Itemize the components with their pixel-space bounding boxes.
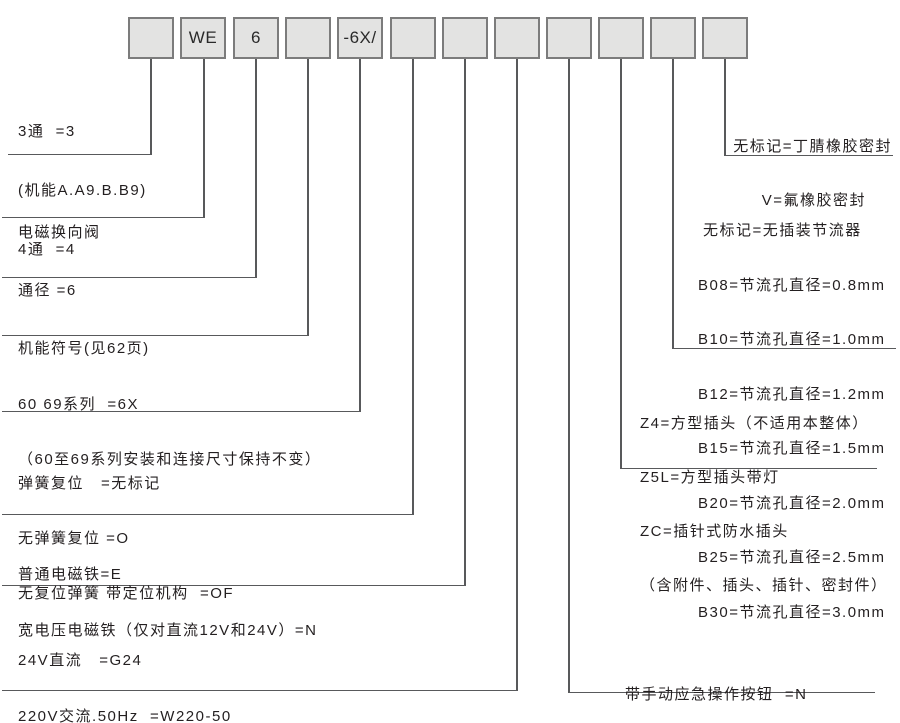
legend-spring-return-line-2: 无弹簧复位 =O [18, 530, 130, 547]
connector-vline-8 [516, 59, 518, 691]
connector-vline-6 [412, 59, 414, 515]
underline-plug-type [620, 467, 877, 469]
code-box-1 [128, 17, 174, 59]
legend-throttle-insert-line-2: B08=节流孔直径=0.8mm [698, 276, 886, 294]
legend-spool-symbol-line-1: 机能符号(见62页) [18, 340, 150, 357]
legend-plug-type-line-2: Z5L=方型插头带灯 [640, 469, 780, 486]
legend-plug-type-line-3: ZC=插针式防水插头 [640, 523, 789, 540]
code-box-12 [702, 17, 748, 59]
underline-valve-name [2, 216, 205, 218]
underline-solenoid-type [2, 584, 466, 586]
underline-nominal-size [2, 276, 257, 278]
underline-seal-material [724, 154, 893, 156]
legend-nominal-size-line-1: 通径 =6 [18, 282, 77, 299]
legend-nominal-size: 通径 =6 [18, 247, 77, 335]
legend-series-line-1: 60 69系列 =6X [18, 396, 139, 413]
legend-throttle-insert: 无标记=无插装节流器 B08=节流孔直径=0.8mm B10=节流孔直径=1.0… [698, 187, 886, 657]
legend-throttle-insert-line-1: 无标记=无插装节流器 [703, 222, 862, 239]
code-box-6 [390, 17, 436, 59]
underline-spring-return [2, 513, 414, 515]
legend-seal-material-line-2: V=氟橡胶密封 [761, 192, 866, 209]
legend-ways-line-1: 3通 =3 [18, 123, 76, 140]
legend-spool-symbol: 机能符号(见62页) [18, 305, 150, 393]
underline-spool-symbol [2, 334, 309, 336]
code-box-2-we: WE [180, 17, 226, 59]
underline-series [2, 410, 361, 412]
legend-voltage-line-2: 220V交流.50Hz =W220-50 [18, 708, 232, 723]
connector-vline-3 [255, 59, 257, 278]
legend-solenoid-type-line-1: 普通电磁铁=E [18, 566, 123, 583]
connector-vline-9 [568, 59, 570, 693]
legend-spring-return-line-3: 无复位弹簧 带定位机构 =OF [18, 585, 235, 602]
legend-spring-return-line-1: 弹簧复位 =无标记 [18, 475, 161, 492]
code-box-5-series: -6X/ [337, 17, 383, 59]
legend-valve-name-line-1: 电磁换向阀 [18, 224, 101, 241]
legend-ways: 3通 =3 (机能A.A9.B.B9) 4通 =4 [18, 85, 147, 296]
legend-voltage-line-1: 24V直流 =G24 [18, 652, 143, 669]
legend-ways-line-2: (机能A.A9.B.B9) [18, 182, 147, 199]
connector-vline-7 [464, 59, 466, 586]
code-box-11 [650, 17, 696, 59]
legend-throttle-insert-line-5: B15=节流孔直径=1.5mm [698, 440, 886, 457]
legend-throttle-insert-line-4: B12=节流孔直径=1.2mm [698, 385, 886, 403]
legend-plug-type: Z4=方型插头（不适用本整体） Z5L=方型插头带灯 ZC=插针式防水插头 （含… [640, 380, 888, 630]
connector-vline-4 [307, 59, 309, 336]
legend-throttle-insert-line-8: B30=节流孔直径=3.0mm [698, 603, 886, 621]
legend-seal-material-line-1: 无标记=丁腈橡胶密封 [733, 138, 892, 155]
connector-vline-1 [150, 59, 152, 155]
legend-voltage: 24V直流 =G24 220V交流.50Hz =W220-50 220V交流本整… [18, 616, 232, 723]
legend-series-line-2: （60至69系列安装和连接尺寸保持不变） [18, 451, 322, 468]
code-box-10 [598, 17, 644, 59]
connector-vline-5 [359, 59, 361, 412]
legend-manual-override-line-1: 带手动应急操作按钮 =N [625, 686, 808, 703]
legend-plug-type-line-1: Z4=方型插头（不适用本整体） [640, 415, 869, 432]
connector-vline-10 [620, 59, 622, 469]
code-box-9 [546, 17, 592, 59]
legend-valve-name: 电磁换向阀 [18, 189, 101, 277]
code-box-3-size: 6 [233, 17, 279, 59]
code-box-7 [442, 17, 488, 59]
legend-throttle-insert-line-3: B10=节流孔直径=1.0mm [698, 331, 886, 348]
code-box-8 [494, 17, 540, 59]
connector-vline-2 [203, 59, 205, 218]
connector-vline-11 [672, 59, 674, 349]
connector-vline-12 [724, 59, 726, 156]
legend-solenoid-type-line-2: 宽电压电磁铁（仅对直流12V和24V）=N [18, 622, 318, 639]
legend-seal-material: 无标记=丁腈橡胶密封 V=氟橡胶密封 [700, 103, 892, 245]
legend-spring-return: 弹簧复位 =无标记 无弹簧复位 =O 无复位弹簧 带定位机构 =OF [18, 439, 234, 638]
legend-throttle-insert-line-6: B20=节流孔直径=2.0mm [698, 494, 886, 512]
legend-ways-line-3: 4通 =4 [18, 241, 76, 258]
code-box-4-symbol [285, 17, 331, 59]
underline-manual-override [568, 691, 875, 693]
legend-solenoid-type: 普通电磁铁=E 宽电压电磁铁（仅对直流12V和24V）=N [18, 530, 317, 676]
underline-throttle-insert [672, 347, 896, 349]
legend-throttle-insert-line-7: B25=节流孔直径=2.5mm [698, 549, 886, 566]
legend-plug-type-line-4: （含附件、插头、插针、密封件） [640, 577, 888, 594]
legend-series: 60 69系列 =6X （60至69系列安装和连接尺寸保持不变） [18, 360, 321, 504]
underline-ways [8, 153, 152, 155]
legend-manual-override: 带手动应急操作按钮 =N [625, 651, 807, 723]
underline-voltage [2, 689, 518, 691]
